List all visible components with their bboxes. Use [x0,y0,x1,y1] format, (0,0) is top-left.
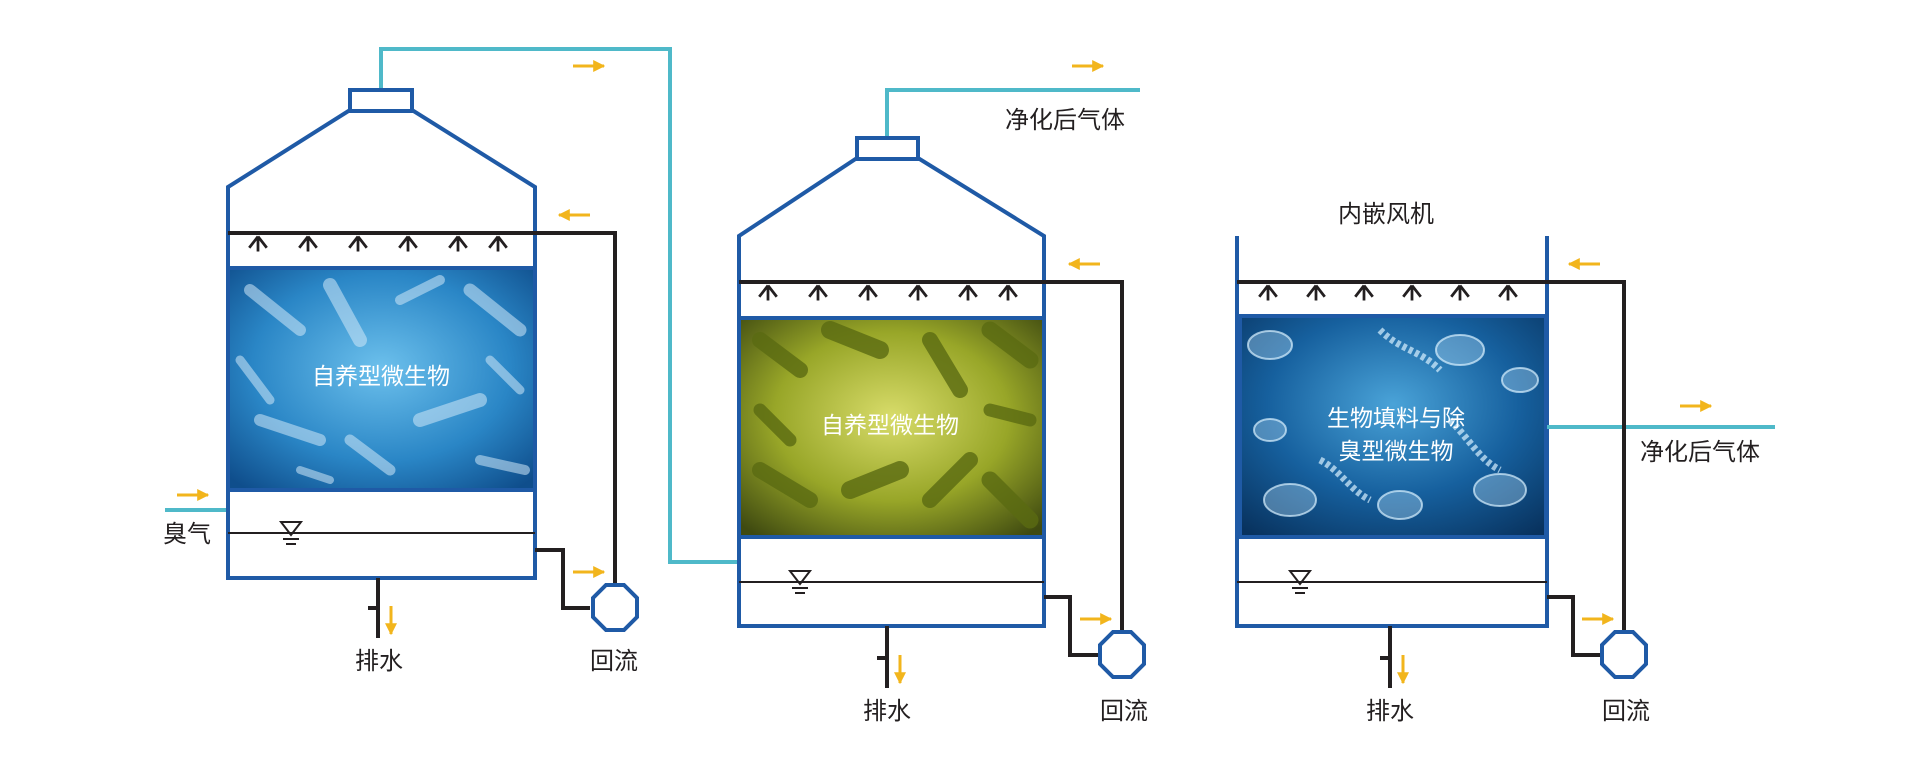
nozzle-icon [248,235,268,253]
water-level-icon [278,521,304,545]
tower-1-drain: 排水 [355,578,403,675]
gas-transfer-pipe [379,47,739,564]
tower-3-microbe-texture [1247,327,1539,520]
tower-1-microbe-texture [235,275,530,484]
tower-2-pump-icon [1098,630,1146,679]
tower-2-spray-header [739,280,1124,655]
tower-2-reflux-label: 回流 [1100,697,1148,725]
tower-2-microbe-texture [752,321,1039,529]
tower-2-reflux-pipe [1044,595,1100,657]
nozzle-icon [488,235,508,253]
tower-1-drain-label: 排水 [355,647,403,675]
nozzle-icon [758,284,778,302]
tower-1-reflux-pipe [535,548,590,610]
tower-1-pump-icon [591,583,639,632]
nozzle-icon [808,284,828,302]
tower-2: 净化后气体 自养型微生物 [737,60,1148,725]
tower-3: 内嵌风机 生物填料与除 臭型微生物 净化后气体 [1235,200,1775,725]
nozzle-icon [448,235,468,253]
tower-1-media-label: 自养型微生物 [312,364,450,390]
tower-3-spray-header [1237,280,1626,655]
nozzle-icon [858,284,878,302]
nozzle-icon [958,284,978,302]
tower-1-reflux-label: 回流 [590,647,638,675]
tower-3-fan-label: 内嵌风机 [1338,200,1434,228]
tower-3-media-label-line1: 生物填料与除 [1327,406,1465,432]
nozzle-icon [1402,284,1422,302]
tower-1-top-cap [348,88,414,113]
tower-2-media-label: 自养型微生物 [821,413,959,439]
nozzle-icon [998,284,1018,302]
tower-2-top-cap [855,136,920,161]
tower-3-spray-nozzles [1258,284,1518,302]
tower-2-spray-nozzles [758,284,1018,302]
tower-3-drain-label: 排水 [1366,697,1414,725]
tower-3-pump-icon [1600,630,1648,679]
tower-3-media-label-line2: 臭型微生物 [1339,439,1454,465]
tower-3-drain: 排水 [1366,626,1414,725]
tower-3-reflux-pipe [1547,595,1602,657]
tower-2-outlet-label: 净化后气体 [1005,106,1125,134]
tower-1: 臭气 自养型微生物 [163,47,739,675]
nozzle-icon [1354,284,1374,302]
nozzle-icon [1450,284,1470,302]
tower-2-outlet-pipe [885,88,1140,140]
water-level-icon [787,570,813,594]
tower-1-spray-nozzles [248,235,508,253]
tower-2-drain: 排水 [863,626,911,725]
tower-3-media-bed [1238,314,1548,539]
nozzle-icon [1258,284,1278,302]
tower-3-reflux-label: 回流 [1602,697,1650,725]
nozzle-icon [348,235,368,253]
nozzle-icon [908,284,928,302]
tower-2-drain-label: 排水 [863,697,911,725]
nozzle-icon [398,235,418,253]
tower-3-outlet-label: 净化后气体 [1640,438,1760,466]
water-level-icon [1287,570,1313,594]
nozzle-icon [1306,284,1326,302]
nozzle-icon [298,235,318,253]
tower-1-spray-header [228,231,617,610]
raw-gas-label: 臭气 [163,520,211,548]
nozzle-icon [1498,284,1518,302]
